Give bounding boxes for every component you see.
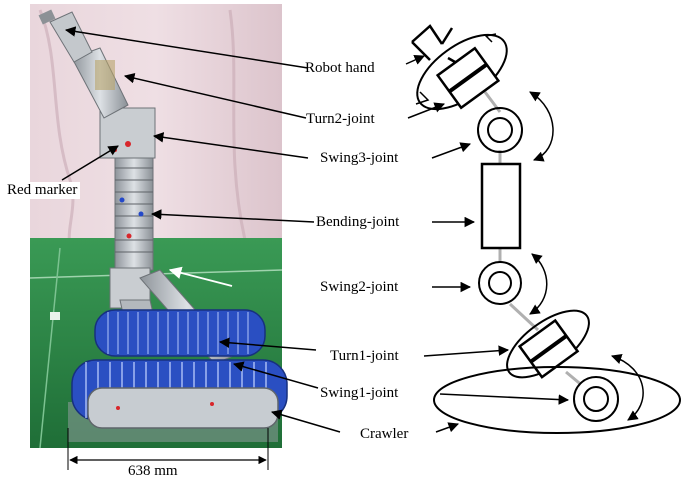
swing1-inner [583,386,609,412]
label-bending-joint: Bending-joint [316,214,400,230]
swing3-inner [487,117,513,143]
bending-block [480,162,522,250]
swing2-inner [488,271,512,295]
swing3-outer [477,107,523,153]
label-turn1-joint: Turn1-joint [330,348,399,364]
robot-photo [29,4,288,449]
schematic-leader-arrows [405,55,570,433]
photo-crawler [71,309,288,429]
swing3-photo-arrow [152,132,309,159]
swing1-outer [573,376,619,422]
gripper-symbol [411,24,444,61]
label-robot-hand: Robot hand [305,60,375,76]
swing1-photo-arrow [232,361,319,389]
crawler-ellipse [433,366,681,434]
label-dimension: 638 mm [128,463,178,479]
label-swing3-joint: Swing3-joint [320,150,399,166]
turn1-photo-arrow [218,337,317,351]
label-swing2-joint: Swing2-joint [320,279,399,295]
label-swing1-joint: Swing1-joint [320,385,399,401]
schematic-links [483,91,591,394]
label-crawler: Crawler [360,426,409,442]
turn1-block [517,318,580,379]
bending-photo-arrow [150,209,315,223]
red-marker-arrow [61,145,119,181]
red-marker-dot [125,141,131,147]
photo-leader-arrows [61,26,341,433]
robot-hand-photo-arrow [64,26,309,69]
swing2-photo-arrow [168,266,233,287]
dimension-line [67,428,269,470]
crawler-photo-arrow [270,409,341,433]
swing2-outer [478,261,522,305]
label-red-marker: Red marker [4,182,81,199]
turn2-photo-arrow [123,73,307,119]
turn2-block [435,46,501,110]
schematic [411,24,681,434]
label-turn2-joint: Turn2-joint [306,111,375,127]
